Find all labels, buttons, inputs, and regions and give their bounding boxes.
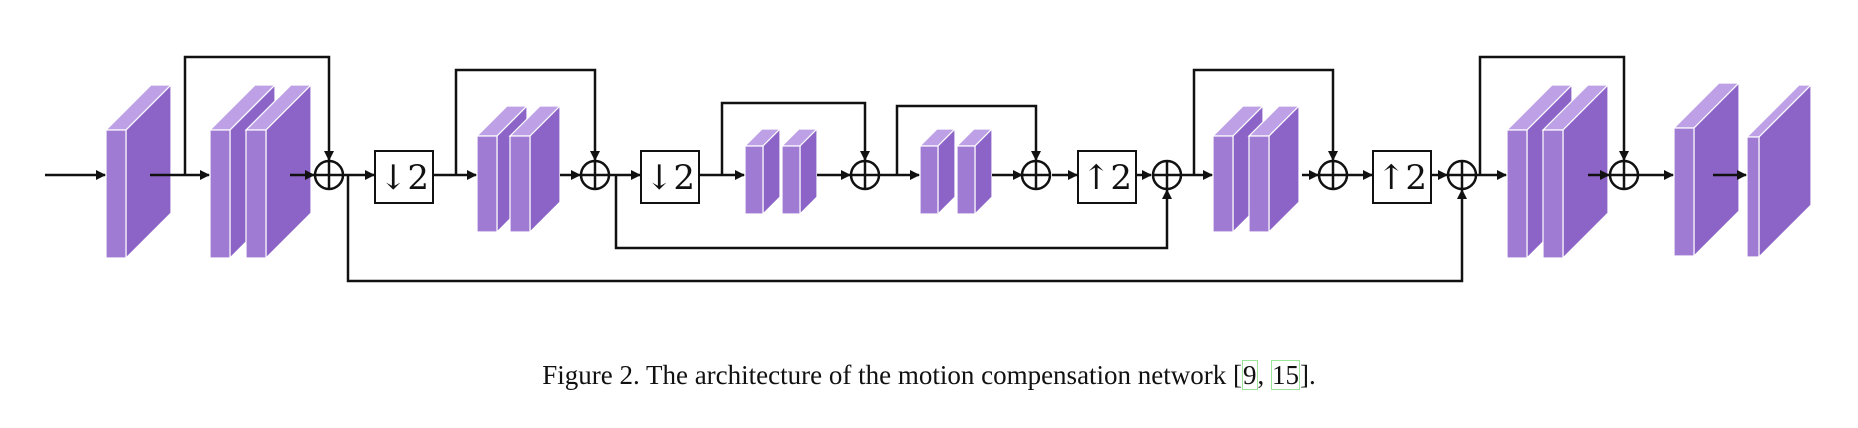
svg-text:↓2: ↓2 <box>379 158 429 198</box>
plus-circle-icon <box>313 159 345 191</box>
plus-circle-icon <box>1446 159 1478 191</box>
downsample-box-2: ↓2 <box>640 150 700 204</box>
connections <box>45 55 1747 283</box>
plus-circle-icon <box>1151 159 1183 191</box>
conv-blocks <box>104 81 1813 260</box>
plus-circle-icon <box>1608 159 1640 191</box>
dec2-block-b <box>1541 83 1610 260</box>
upsample-box-2: ↑2 <box>1372 150 1432 204</box>
downsample-box-1: ↓2 <box>374 150 434 204</box>
plus-circle-icon <box>1317 159 1349 191</box>
upsample-box-1: ↑2 <box>1077 150 1137 204</box>
connection-arrow <box>1478 55 1629 175</box>
connection-arrow <box>183 55 334 175</box>
input-block <box>104 83 173 260</box>
connection-arrow <box>895 104 1041 175</box>
output-block-b <box>1745 83 1813 259</box>
plus-circle-icon <box>579 159 611 191</box>
svg-text:↓2: ↓2 <box>645 158 695 198</box>
sum-nodes <box>313 159 1640 191</box>
caption-prefix: Figure 2. The architecture of the motion… <box>542 360 1243 390</box>
output-block-a <box>1672 81 1741 258</box>
enc3-block-b <box>780 127 819 216</box>
citation-link-2[interactable]: 15 <box>1271 360 1301 390</box>
resample-ops: ↓2 ↓2 ↑2 ↑2 <box>374 150 1432 204</box>
connection-arrow <box>346 175 1467 283</box>
connection-arrow <box>454 68 600 175</box>
enc1-block-b <box>244 83 313 260</box>
enc2-block-b <box>508 104 562 234</box>
mid-block-a <box>918 127 957 216</box>
caption-separator: , <box>1257 360 1272 390</box>
figure-caption: Figure 2. The architecture of the motion… <box>0 360 1858 391</box>
citation-link-1[interactable]: 9 <box>1242 360 1258 390</box>
connection-arrow <box>1192 68 1338 175</box>
connection-arrow <box>720 101 870 175</box>
architecture-diagram: ↓2 ↓2 ↑2 ↑2 <box>45 55 1813 283</box>
mid-block-b <box>955 127 994 216</box>
dec1-block-b <box>1247 104 1301 234</box>
connection-arrow <box>614 175 1172 250</box>
plus-circle-icon <box>1020 159 1052 191</box>
svg-text:↑2: ↑2 <box>1377 158 1427 198</box>
caption-suffix: ]. <box>1300 360 1316 390</box>
plus-circle-icon <box>849 159 881 191</box>
svg-text:↑2: ↑2 <box>1082 158 1132 198</box>
enc3-block-a <box>743 127 782 216</box>
